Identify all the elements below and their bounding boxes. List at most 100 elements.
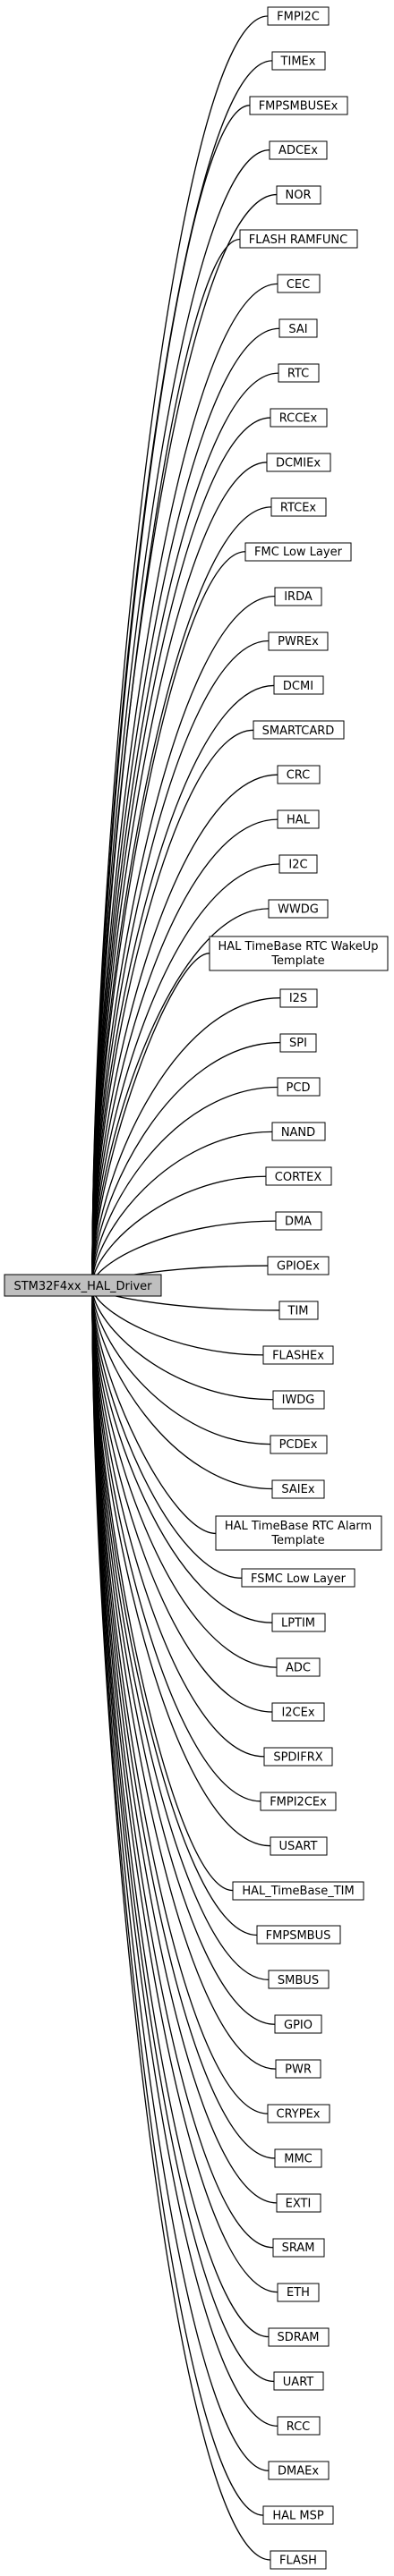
group-node-tim[interactable]: TIM — [278, 1301, 319, 1320]
group-node-eth[interactable]: ETH — [277, 2283, 320, 2302]
group-node-pwrex[interactable]: PWREx — [268, 631, 329, 651]
group-node-adc[interactable]: ADC — [276, 1657, 321, 1677]
group-node-pwr[interactable]: PWR — [275, 2059, 321, 2079]
edge-i2s — [91, 997, 281, 1281]
group-node-i2cex[interactable]: I2CEx — [271, 1702, 325, 1722]
group-node-box — [267, 1256, 330, 1275]
edge-fmpsmbus — [91, 1299, 258, 1936]
group-node-box — [270, 2550, 327, 2570]
group-node-label: CRYPEx — [277, 2108, 321, 2122]
group-node-rccex[interactable]: RCCEx — [270, 408, 328, 428]
group-node-spdifrx[interactable]: SPDIFRX — [263, 1747, 333, 1767]
group-node-fmc-low-layer[interactable]: FMC Low Layer — [244, 542, 352, 562]
group-node-box — [269, 140, 328, 160]
group-node-nor[interactable]: NOR — [276, 185, 321, 205]
root-node[interactable]: STM32F4xx_HAL_Driver — [4, 1274, 162, 1297]
group-node-rtcex[interactable]: RTCEx — [270, 497, 327, 517]
group-node-flashex[interactable]: FLASHEx — [262, 1345, 334, 1365]
group-node-wwdg[interactable]: WWDG — [268, 899, 329, 919]
group-node-box — [270, 1435, 328, 1454]
group-node-box — [271, 1122, 326, 1141]
group-node-fmpi2c[interactable]: FMPI2C — [267, 6, 330, 26]
group-node-fmpsmbus[interactable]: FMPSMBUS — [256, 1925, 341, 1945]
group-node-label: DCMI — [283, 680, 313, 693]
group-node-flash[interactable]: FLASH — [270, 2550, 327, 2570]
group-node-crc[interactable]: CRC — [277, 765, 321, 784]
edge-cortex — [91, 1175, 267, 1284]
group-node-label: PWR — [285, 2063, 312, 2077]
group-node-label: PCD — [287, 1081, 311, 1095]
group-node-box — [278, 318, 318, 338]
edge-pcd — [91, 1086, 278, 1283]
group-node-fmpi2cex[interactable]: FMPI2CEx — [260, 1792, 337, 1811]
group-node-gpioex[interactable]: GPIOEx — [267, 1256, 330, 1275]
group-node-flash-ramfunc[interactable]: FLASH RAMFUNC — [239, 229, 358, 249]
group-node-label: SPI — [289, 1037, 307, 1050]
group-node-box — [266, 453, 331, 472]
group-node-hal-msp[interactable]: HAL MSP — [262, 2505, 334, 2525]
group-node-label: ETH — [287, 2286, 310, 2300]
group-node-pcdex[interactable]: PCDEx — [270, 1435, 328, 1454]
group-node-dcmiex[interactable]: DCMIEx — [266, 453, 331, 472]
group-node-crypex[interactable]: CRYPEx — [267, 2104, 330, 2123]
edge-crypex — [91, 1302, 269, 2114]
group-node-gpio[interactable]: GPIO — [274, 2014, 322, 2034]
group-node-iwdg[interactable]: IWDG — [272, 1390, 325, 1410]
group-node-box — [271, 1479, 325, 1499]
group-node-label: FMPSMBUS — [266, 1929, 331, 1943]
group-node-sram[interactable]: SRAM — [272, 2238, 325, 2258]
group-node-timex[interactable]: TIMEx — [271, 51, 326, 71]
group-node-cec[interactable]: CEC — [277, 274, 321, 293]
group-node-box — [263, 1747, 333, 1767]
group-node-label: HAL MSP — [272, 2510, 324, 2523]
edge-hal-timebase-rtc-alarm-template — [91, 1291, 217, 1535]
group-node-i2s[interactable]: I2S — [279, 988, 318, 1008]
group-node-dmaex[interactable]: DMAEx — [268, 2461, 330, 2480]
edge-crc — [91, 774, 278, 1276]
group-node-i2c[interactable]: I2C — [278, 854, 318, 874]
group-node-spi[interactable]: SPI — [279, 1033, 317, 1053]
group-node-usart[interactable]: USART — [270, 1836, 328, 1856]
group-node-label: WWDG — [278, 902, 319, 916]
edge-fmpi2cex — [91, 1296, 261, 1802]
edge-gpio — [91, 1301, 276, 2025]
group-node-hal[interactable]: HAL — [277, 809, 320, 829]
group-node-smbus[interactable]: SMBUS — [268, 1970, 330, 1989]
edge-nor — [91, 193, 278, 1265]
group-node-label: FLASH — [279, 2555, 317, 2568]
group-node-dma[interactable]: DMA — [275, 1211, 322, 1231]
group-node-nand[interactable]: NAND — [271, 1122, 326, 1141]
group-node-mmc[interactable]: MMC — [274, 2148, 322, 2168]
edge-smbus — [91, 1300, 270, 1981]
group-node-label: NAND — [281, 1126, 315, 1140]
group-node-dcmi[interactable]: DCMI — [273, 675, 324, 695]
group-node-box — [270, 408, 328, 428]
group-node-hal-timebase-tim[interactable]: HAL_TimeBase_TIM — [232, 1881, 364, 1901]
group-node-irda[interactable]: IRDA — [274, 587, 322, 606]
group-node-label: IWDG — [282, 1394, 315, 1407]
edge-wwdg — [91, 908, 270, 1279]
group-node-box — [277, 274, 321, 293]
group-node-saiex[interactable]: SAIEx — [271, 1479, 325, 1499]
group-node-sai[interactable]: SAI — [278, 318, 318, 338]
group-node-label: HAL TimeBase RTC WakeUp — [218, 940, 379, 953]
group-node-label: PWREx — [278, 635, 319, 648]
group-node-cortex[interactable]: CORTEX — [265, 1166, 332, 1186]
group-node-smartcard[interactable]: SMARTCARD — [253, 720, 345, 740]
group-node-rtc[interactable]: RTC — [278, 363, 320, 383]
group-node-fsmc-low-layer[interactable]: FSMC Low Layer — [241, 1568, 355, 1588]
group-node-fmpsmbusex[interactable]: FMPSMBUSEx — [249, 96, 348, 115]
edge-smartcard — [91, 729, 254, 1275]
group-node-adcex[interactable]: ADCEx — [269, 140, 328, 160]
group-node-rcc[interactable]: RCC — [277, 2416, 321, 2436]
group-node-exti[interactable]: EXTI — [276, 2193, 321, 2213]
group-node-pcd[interactable]: PCD — [277, 1077, 321, 1097]
group-node-uart[interactable]: UART — [273, 2371, 324, 2391]
group-node-sdram[interactable]: SDRAM — [268, 2327, 330, 2347]
group-node-lptim[interactable]: LPTIM — [271, 1613, 326, 1632]
group-node-label: RCC — [287, 2420, 311, 2434]
